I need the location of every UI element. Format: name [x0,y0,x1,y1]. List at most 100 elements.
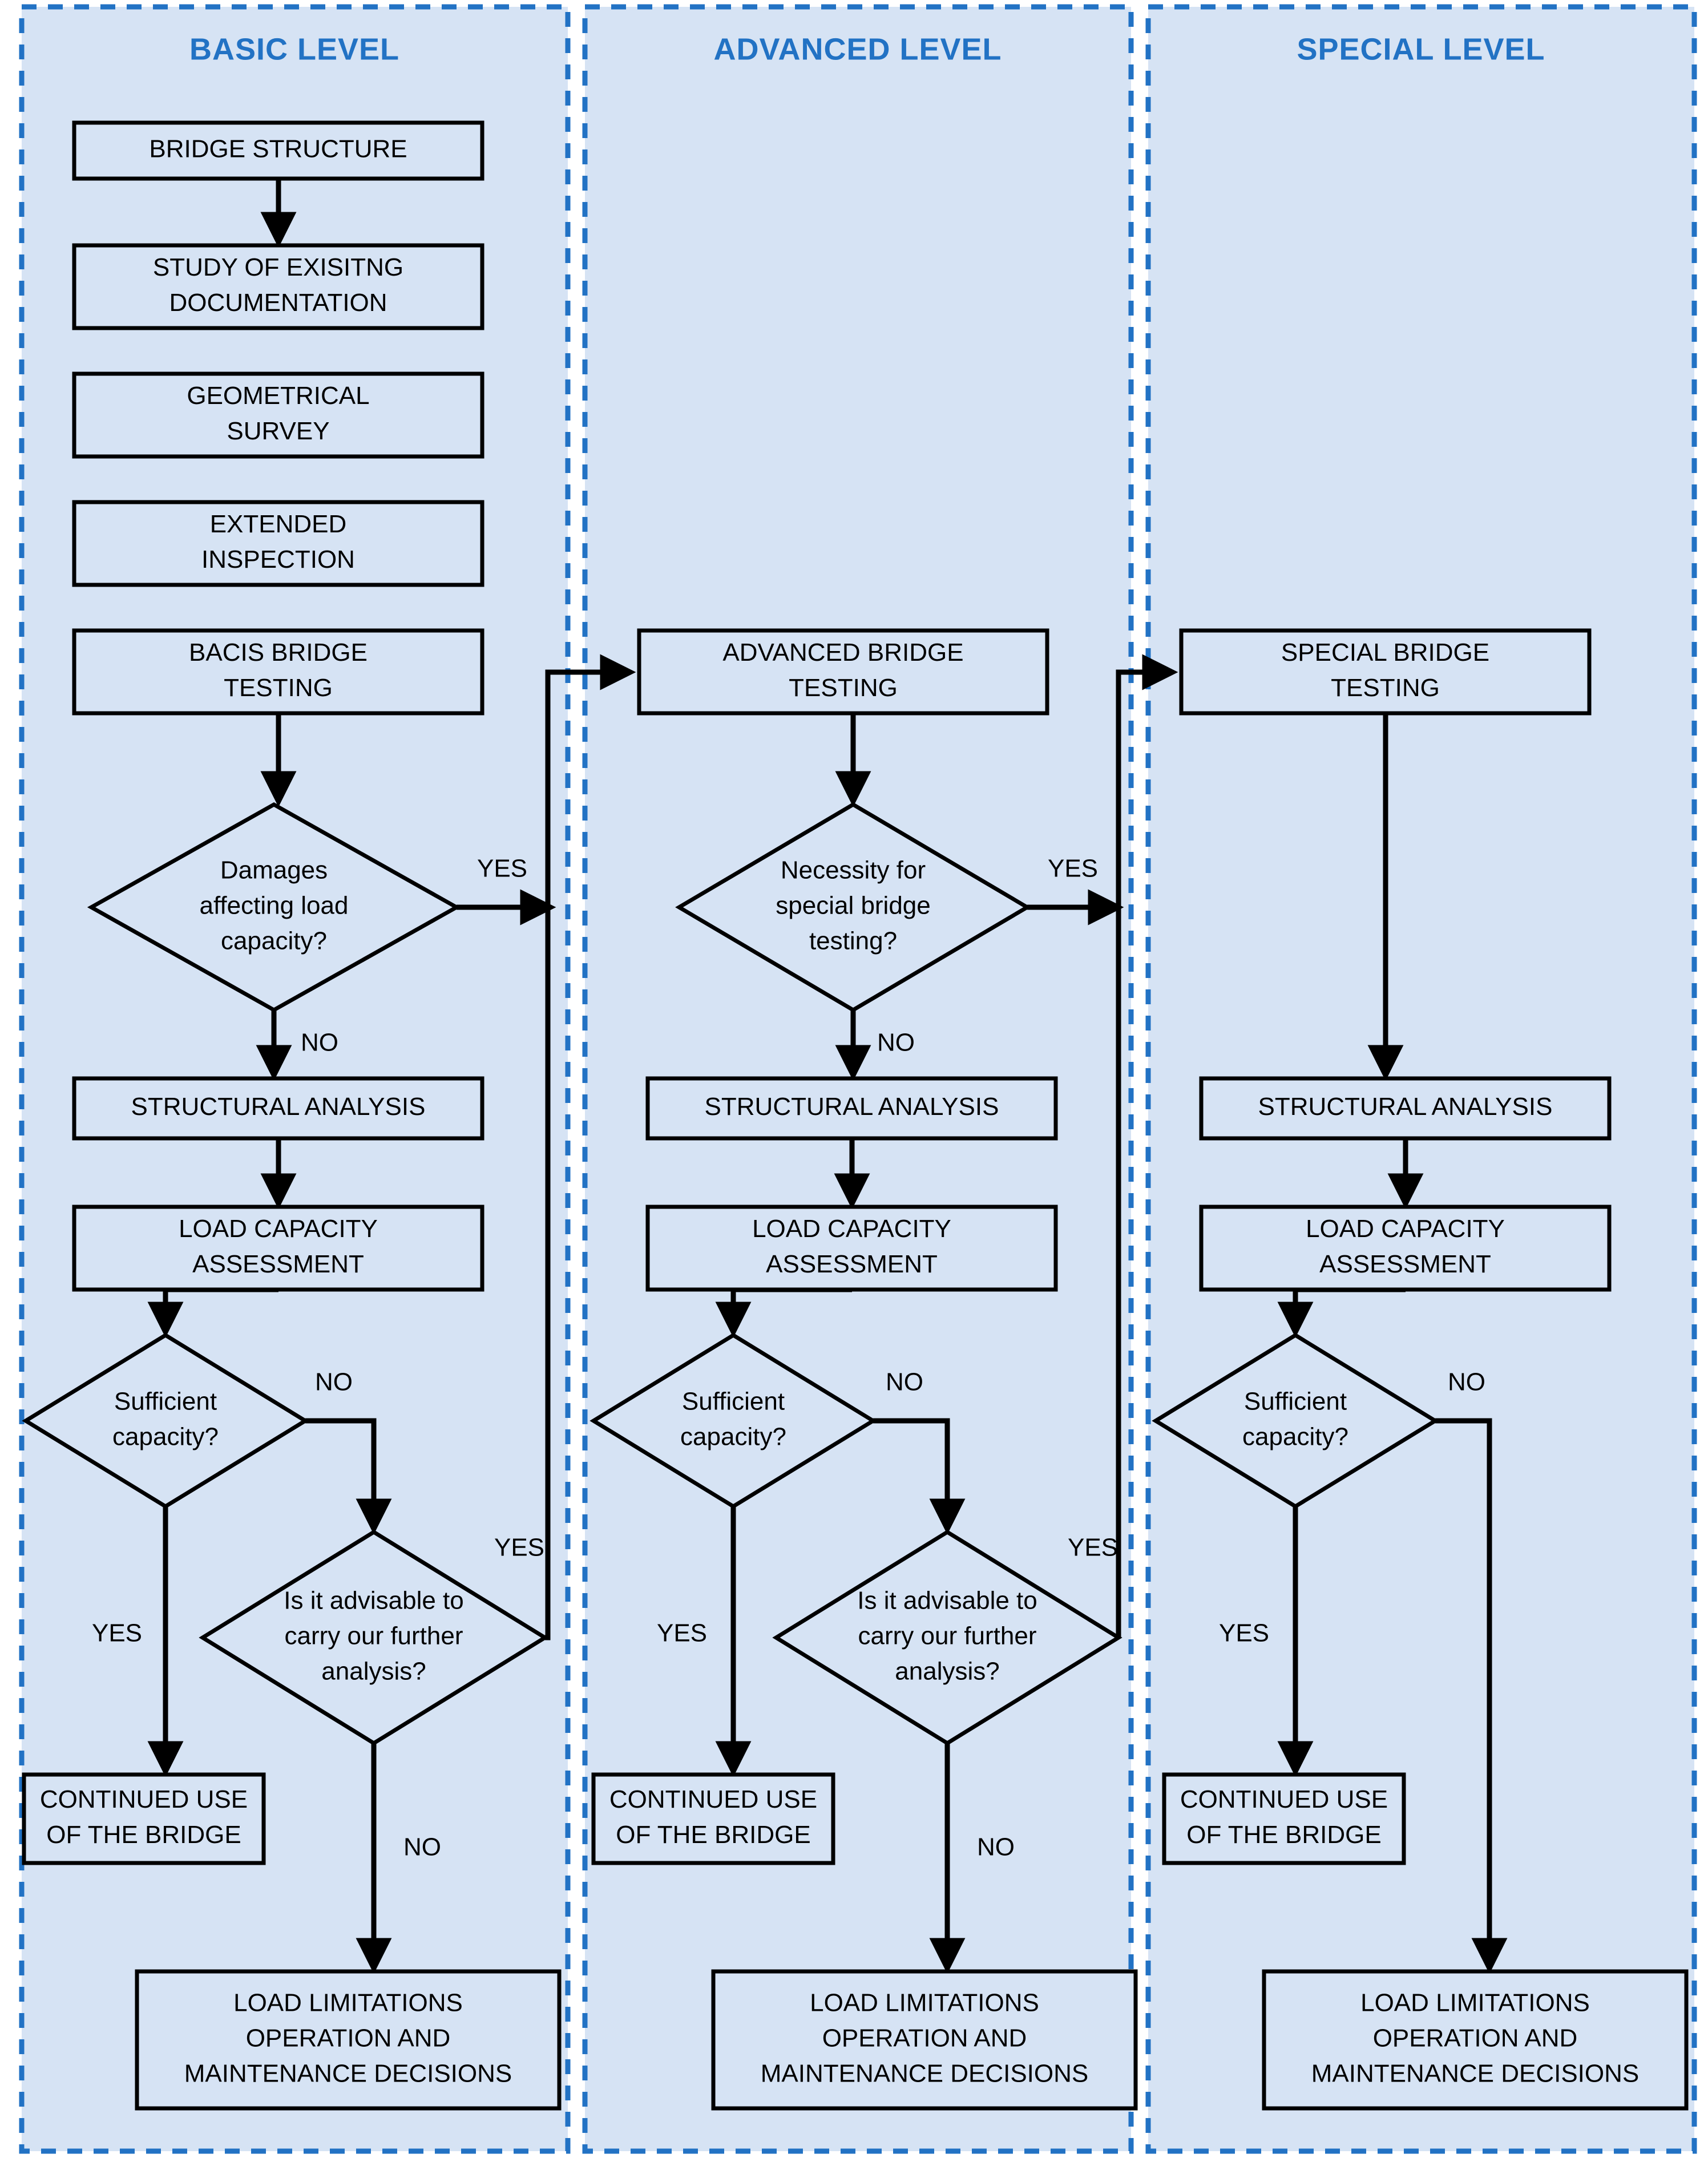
node-a-load-limitations[interactable]: LOAD LIMITATIONS OPERATION AND MAINTENANCE… [711,1969,1138,2111]
node-label-a-load-capacity-line-1: ASSESSMENT [766,1250,938,1278]
node-shape-b-geometrical-survey[interactable] [72,371,484,459]
node-label-s-load-limitations-line-1: OPERATION AND [1373,2024,1578,2052]
node-b-bridge-structure[interactable]: BRIDGE STRUCTURE [72,120,484,181]
edge-label-l-s-suff-no: NO [1448,1368,1485,1396]
nodes-layer: BRIDGE STRUCTURE STUDY OF EXISITNG DOCUMEN… [22,120,1689,2111]
node-a-structural-analysis[interactable]: STRUCTURAL ANALYSIS [645,1076,1058,1141]
node-shape-b-structural-analysis[interactable] [72,1076,484,1141]
node-s-structural-analysis[interactable]: STRUCTURAL ANALYSIS [1199,1076,1612,1141]
edge-label-l-s-suff-yes: YES [1219,1619,1269,1647]
node-shape-s-load-capacity[interactable] [1199,1205,1612,1292]
node-shape-s-sufficient-q[interactable] [1152,1332,1439,1509]
node-label-b-study-docs-line-1: DOCUMENTATION [169,289,387,317]
node-a-load-capacity[interactable]: LOAD CAPACITY ASSESSMENT [645,1205,1058,1292]
node-label-b-geometrical-survey-line-1: SURVEY [227,417,329,445]
node-shape-a-necessity-q[interactable] [675,802,1031,1013]
node-a-advisable-q[interactable]: Is it advisable to carry our further analy… [772,1529,1122,1746]
node-label-b-study-docs-line-0: STUDY OF EXISITNG [153,253,403,281]
edge-label-l-a-nec-yes: YES [1048,855,1098,883]
node-shape-b-damages-q[interactable] [87,802,461,1013]
node-shape-a-sufficient-q[interactable] [589,1332,877,1509]
edge-label-l-a-suff-no: NO [886,1368,923,1396]
connector-c-a-adv-yes [1116,654,1178,1638]
node-shape-b-sufficient-q[interactable] [22,1332,309,1509]
edge-label-l-a-suff-yes: YES [657,1619,707,1647]
node-shape-b-extended-inspection[interactable] [72,500,484,587]
node-label-a-continued-use-line-1: OF THE BRIDGE [616,1821,810,1849]
node-shape-a-advisable-q[interactable] [772,1529,1122,1746]
node-label-a-advisable-q-line-2: analysis? [895,1658,999,1686]
edge-label-l-b-damages-yes: YES [477,855,527,883]
node-label-b-geometrical-survey-line-0: GEOMETRICAL [187,382,369,410]
lane-title-special: SPECIAL LEVEL [1297,32,1545,66]
node-label-a-load-limitations-line-2: MAINTENANCE DECISIONS [761,2060,1089,2088]
node-label-b-extended-inspection-line-0: EXTENDED [210,510,347,538]
node-label-b-extended-inspection-line-1: INSPECTION [201,545,355,573]
node-shape-b-load-limitations[interactable] [135,1969,562,2111]
node-b-extended-inspection[interactable]: EXTENDED INSPECTION [72,500,484,587]
node-label-s-continued-use-line-0: CONTINUED USE [1180,1785,1388,1813]
node-label-a-load-limitations-line-1: OPERATION AND [822,2024,1027,2052]
node-shape-s-load-limitations[interactable] [1262,1969,1689,2111]
node-shape-s-special-testing[interactable] [1179,628,1592,716]
node-shape-b-continued-use[interactable] [22,1772,266,1865]
node-shape-a-load-capacity[interactable] [645,1205,1058,1292]
node-shape-a-structural-analysis[interactable] [645,1076,1058,1141]
node-label-a-necessity-q-line-1: special bridge [776,892,931,920]
node-label-a-advisable-q-line-1: carry our further [858,1622,1037,1650]
node-b-geometrical-survey[interactable]: GEOMETRICAL SURVEY [72,371,484,459]
node-label-s-load-limitations-line-0: LOAD LIMITATIONS [1360,1989,1590,2017]
node-b-structural-analysis[interactable]: STRUCTURAL ANALYSIS [72,1076,484,1141]
node-shape-b-bridge-structure[interactable] [72,120,484,181]
node-s-continued-use[interactable]: CONTINUED USE OF THE BRIDGE [1162,1772,1406,1865]
node-label-b-advisable-q-line-2: analysis? [321,1658,426,1686]
node-s-load-limitations[interactable]: LOAD LIMITATIONS OPERATION AND MAINTENANCE… [1262,1969,1689,2111]
node-b-study-docs[interactable]: STUDY OF EXISITNG DOCUMENTATION [72,243,484,330]
node-shape-b-load-capacity[interactable] [72,1205,484,1292]
node-label-s-continued-use-line-1: OF THE BRIDGE [1186,1821,1381,1849]
node-shape-a-load-limitations[interactable] [711,1969,1138,2111]
node-label-b-load-capacity-line-0: LOAD CAPACITY [179,1215,378,1243]
node-label-b-load-limitations-line-2: MAINTENANCE DECISIONS [184,2060,512,2088]
node-label-b-structural-analysis-line-0: STRUCTURAL ANALYSIS [131,1093,426,1121]
node-label-s-load-limitations-line-2: MAINTENANCE DECISIONS [1311,2060,1640,2088]
node-shape-b-basic-testing[interactable] [72,628,484,716]
node-label-a-load-limitations-line-0: LOAD LIMITATIONS [810,1989,1039,2017]
node-shape-s-structural-analysis[interactable] [1199,1076,1612,1141]
node-shape-b-study-docs[interactable] [72,243,484,330]
node-shape-b-advisable-q[interactable] [199,1529,549,1746]
node-label-b-continued-use-line-1: OF THE BRIDGE [46,1821,241,1849]
node-label-b-load-limitations-line-0: LOAD LIMITATIONS [233,1989,463,2017]
node-shape-a-continued-use[interactable] [591,1772,835,1865]
node-label-b-bridge-structure-line-0: BRIDGE STRUCTURE [149,135,407,163]
node-label-s-load-capacity-line-0: LOAD CAPACITY [1306,1215,1505,1243]
connector-c-s-5 [1435,1418,1508,1974]
node-b-continued-use[interactable]: CONTINUED USE OF THE BRIDGE [22,1772,266,1865]
edge-label-l-b-damages-no: NO [301,1029,338,1057]
node-shape-s-continued-use[interactable] [1162,1772,1406,1865]
node-label-s-special-testing-line-1: TESTING [1331,674,1440,702]
node-label-a-structural-analysis-line-0: STRUCTURAL ANALYSIS [705,1093,999,1121]
node-label-b-continued-use-line-0: CONTINUED USE [40,1785,248,1813]
node-label-s-sufficient-q-line-1: capacity? [1242,1423,1348,1451]
node-shape-a-advanced-testing[interactable] [637,628,1049,716]
node-label-a-advisable-q-line-0: Is it advisable to [857,1587,1037,1615]
edge-label-l-a-adv-yes: YES [1068,1534,1118,1562]
node-label-b-damages-q-line-2: capacity? [221,927,327,955]
node-label-a-load-capacity-line-0: LOAD CAPACITY [752,1215,951,1243]
